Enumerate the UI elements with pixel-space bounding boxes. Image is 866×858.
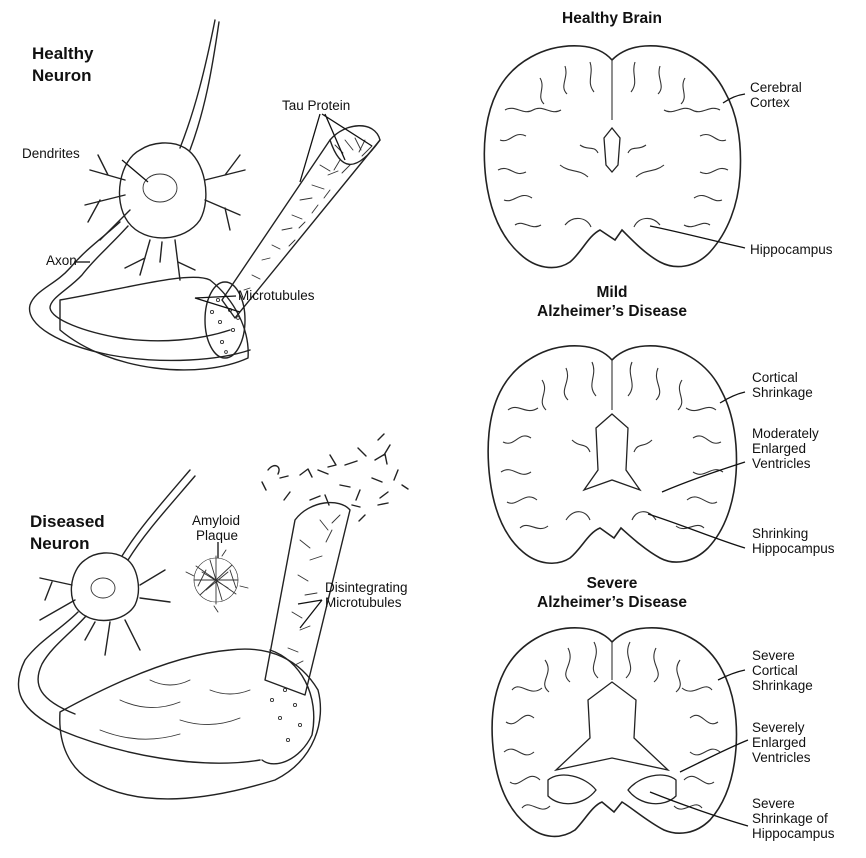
cerebral-cortex-label-line1: Cerebral — [750, 80, 802, 95]
diseased-neuron-illustration — [18, 434, 408, 799]
amyloid-plaque-label-line1: Amyloid — [192, 513, 240, 528]
tau-protein-label: Tau Protein — [282, 98, 350, 113]
severe-hippocampus-label-line3: Hippocampus — [752, 826, 835, 841]
mild-title-line2: Alzheimer’s Disease — [492, 303, 732, 321]
cortical-shrinkage-label-line2: Shrinkage — [752, 385, 813, 400]
healthy-tau-texture — [244, 138, 372, 290]
healthy-brain-illustration — [484, 46, 745, 268]
disintegrating-debris — [262, 434, 408, 521]
healthy-cell-body — [119, 143, 205, 238]
moderate-ventricles-label-line3: Ventricles — [752, 456, 811, 471]
diseased-axon — [18, 612, 260, 763]
diseased-neuron-title-line2: Neuron — [30, 534, 90, 554]
dendrites-label: Dendrites — [22, 146, 80, 161]
diseased-apical-dendrite — [122, 470, 190, 556]
diseased-axon-terminal — [60, 649, 321, 799]
severe-title-line2: Alzheimer’s Disease — [492, 594, 732, 612]
axon-label: Axon — [46, 253, 77, 268]
disintegrating-label-line2: Microtubules — [325, 595, 402, 610]
diseased-neuron-title-line1: Diseased — [30, 512, 105, 532]
healthy-brain-title: Healthy Brain — [532, 10, 692, 28]
severe-cortical-label-line2: Cortical — [752, 663, 798, 678]
hippocampus-label: Hippocampus — [750, 242, 833, 257]
microtubules-label: Microtubules — [238, 288, 315, 303]
mild-brain-illustration — [488, 346, 745, 563]
healthy-ventricles — [604, 128, 620, 172]
cerebral-cortex-label-line2: Cortex — [750, 95, 790, 110]
severe-hippocampus-label-line2: Shrinkage of — [752, 811, 828, 826]
disintegrating-label-line1: Disintegrating — [325, 580, 408, 595]
severe-cortical-label-line1: Severe — [752, 648, 795, 663]
healthy-nucleus — [143, 174, 177, 202]
severe-ventricles-label-line2: Enlarged — [752, 735, 806, 750]
cortical-shrinkage-label-line1: Cortical — [752, 370, 798, 385]
healthy-dendrites — [85, 155, 130, 240]
healthy-neuron-title-line2: Neuron — [32, 66, 92, 86]
severe-brain-illustration — [492, 628, 748, 837]
mild-title-line1: Mild — [512, 284, 712, 302]
shrinking-hippocampus-label-line1: Shrinking — [752, 526, 808, 541]
severe-ventricles-label-line1: Severely — [752, 720, 805, 735]
amyloid-plaque-label-line2: Plaque — [196, 528, 238, 543]
severe-cortical-label-line3: Shrinkage — [752, 678, 813, 693]
diseased-cell-body — [71, 553, 138, 621]
healthy-neuron-title-line1: Healthy — [32, 44, 93, 64]
disintegrating-leader — [298, 600, 322, 628]
shrinking-hippocampus-label-line2: Hippocampus — [752, 541, 835, 556]
dendrites-leader — [122, 160, 148, 182]
severe-title-line1: Severe — [512, 575, 712, 593]
moderate-ventricles-label-line1: Moderately — [752, 426, 819, 441]
severe-ventricles-label-line3: Ventricles — [752, 750, 811, 765]
amyloid-plaque — [186, 550, 248, 612]
moderate-ventricles-label-line2: Enlarged — [752, 441, 806, 456]
severe-hippocampus-label-line1: Severe — [752, 796, 795, 811]
